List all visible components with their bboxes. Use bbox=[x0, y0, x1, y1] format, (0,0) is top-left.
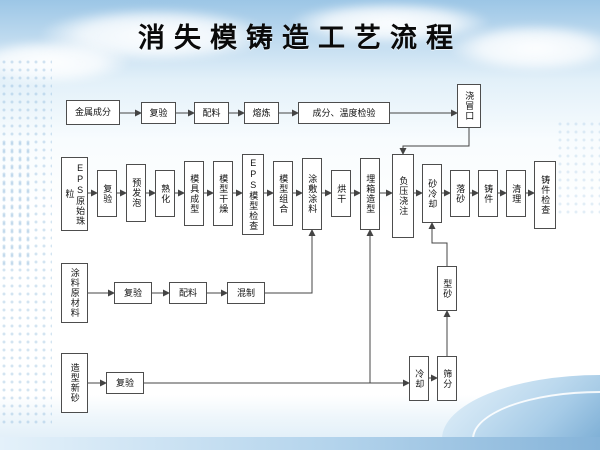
flow-node-muju-chengxing: 模具成型 bbox=[184, 161, 204, 226]
flow-node-zhujian-jiancha: 铸件检查 bbox=[534, 161, 556, 229]
flow-node-label: 模型干燥 bbox=[218, 173, 229, 214]
flow-node-zhujian: 铸件 bbox=[478, 170, 498, 217]
flow-node-luosha: 落砂 bbox=[450, 170, 470, 217]
flow-node-tufu-tuliao: 涂敷涂料 bbox=[302, 158, 322, 230]
flow-node-eps-yuanshi-zhuli: EPS原始珠粒 bbox=[61, 157, 88, 231]
flow-node-label: 预发泡 bbox=[131, 178, 142, 208]
flow-edge-hunzhi-to-tufu-tuliao bbox=[265, 229, 316, 294]
flow-node-label: 复验 bbox=[123, 287, 142, 298]
flow-node-label: 涂敷涂料 bbox=[307, 174, 318, 214]
flow-node-honggan: 烘干 bbox=[331, 170, 351, 217]
flow-node-label: 金属成分 bbox=[74, 107, 111, 118]
flow-node-moxing-ganzao: 模型干燥 bbox=[213, 161, 233, 226]
flow-node-label: 筛分 bbox=[442, 368, 453, 389]
flow-node-label: 浇冒口 bbox=[464, 91, 475, 121]
flow-node-sha-lengque: 砂冷却 bbox=[422, 164, 442, 223]
cloud-shape bbox=[290, 2, 490, 44]
flow-node-label: 铸件检查 bbox=[540, 175, 551, 215]
flow-node-eps-moxing-jiancha: EPS模型检查 bbox=[242, 154, 264, 235]
flow-node-jiaomaokou: 浇冒口 bbox=[457, 84, 481, 128]
flow-node-label: 配料 bbox=[202, 107, 221, 118]
flow-node-fuyan-4: 复验 bbox=[106, 372, 144, 394]
flow-node-label: 埋箱造型 bbox=[365, 174, 376, 214]
flow-node-peiliao-2: 配料 bbox=[169, 282, 207, 304]
flow-node-shaifen: 筛分 bbox=[437, 356, 457, 401]
flow-node-label: 涂料原材料 bbox=[69, 268, 80, 318]
flow-node-label: 冷却 bbox=[414, 368, 425, 389]
flow-node-label: 落砂 bbox=[455, 183, 466, 204]
flow-node-label: 清理 bbox=[511, 183, 522, 204]
flow-node-moxing-zuhe: 模型组合 bbox=[273, 161, 293, 226]
flow-node-label: 复验 bbox=[149, 107, 168, 118]
flow-node-jinshu-chengfen: 金属成分 bbox=[66, 100, 120, 125]
flow-edge-xingsha-to-sha-lengque bbox=[428, 222, 448, 266]
flow-node-label: 烘干 bbox=[336, 183, 347, 204]
flow-node-qingli: 清理 bbox=[506, 170, 526, 217]
flow-node-xingsha: 型砂 bbox=[437, 266, 457, 311]
flow-node-label: 复验 bbox=[102, 183, 113, 204]
flow-node-fuyan-3: 复验 bbox=[114, 282, 152, 304]
flow-node-fuyan-2: 复验 bbox=[97, 170, 117, 217]
flow-node-maixiang-zaoxing: 埋箱造型 bbox=[360, 158, 380, 230]
flow-node-label: 成分、温度检验 bbox=[312, 107, 376, 118]
flow-node-label: 熔炼 bbox=[252, 107, 271, 118]
flow-node-zaoxing-xinsha: 造型新砂 bbox=[61, 353, 88, 413]
flow-node-fuya-jiaozhu: 负压浇注 bbox=[392, 154, 414, 238]
flow-node-hunzhi: 混制 bbox=[227, 282, 265, 304]
flow-node-label: 铸件 bbox=[483, 183, 494, 204]
bottom-bar bbox=[0, 437, 600, 450]
flow-node-fuyan-1: 复验 bbox=[141, 102, 176, 124]
flow-node-label: 复验 bbox=[115, 377, 134, 388]
flow-node-label: EPS原始珠粒 bbox=[64, 162, 86, 226]
flow-node-shuhua: 熟化 bbox=[155, 170, 175, 217]
flow-node-lengque: 冷却 bbox=[409, 356, 429, 401]
flow-node-tuliao-yuancailiao: 涂料原材料 bbox=[61, 263, 88, 323]
flow-node-label: 模具成型 bbox=[189, 173, 200, 214]
flow-node-yufapao: 预发泡 bbox=[126, 164, 146, 222]
cloud-shape bbox=[0, 40, 130, 84]
flow-node-label: 混制 bbox=[236, 287, 255, 298]
flow-node-label: 熟化 bbox=[160, 183, 171, 204]
flow-node-label: 砂冷却 bbox=[427, 178, 438, 209]
flow-node-label: 型砂 bbox=[442, 278, 453, 299]
flow-node-peiliao-1: 配料 bbox=[194, 102, 229, 124]
flow-node-ronglian: 熔炼 bbox=[244, 102, 279, 124]
flow-node-label: 负压浇注 bbox=[398, 176, 409, 216]
slide-title: 消失模铸造工艺流程 bbox=[138, 23, 462, 53]
flow-node-label: 模型组合 bbox=[278, 173, 289, 214]
flow-node-label: 配料 bbox=[178, 287, 197, 298]
flow-node-label: EPS模型检查 bbox=[248, 158, 259, 231]
flow-node-chengfen-wendu-jianyan: 成分、温度检验 bbox=[298, 102, 390, 124]
flow-node-label: 造型新砂 bbox=[69, 363, 80, 403]
flow-edge-jiaomaokou-to-fuya-jiaozhu bbox=[399, 128, 470, 155]
cloud-shape bbox=[450, 24, 600, 72]
